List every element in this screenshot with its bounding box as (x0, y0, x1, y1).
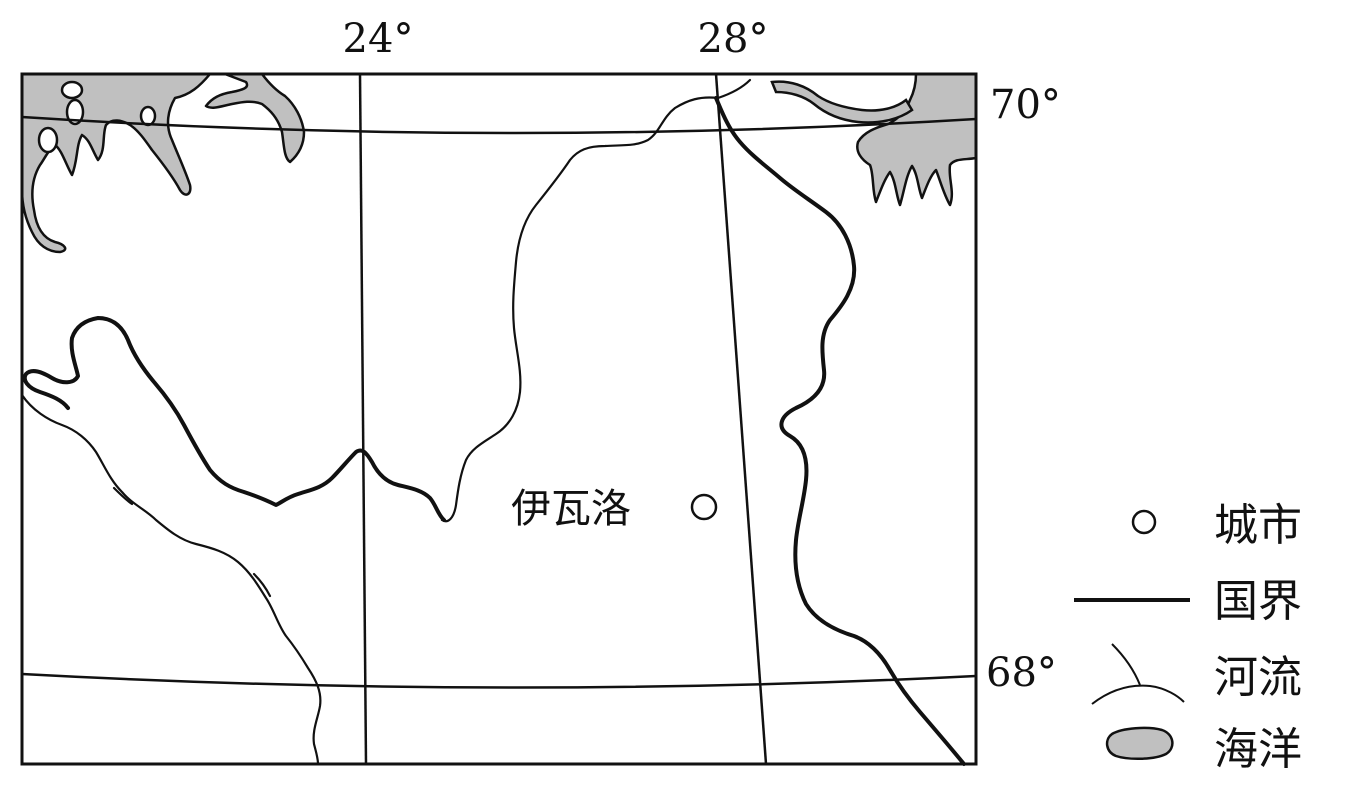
city-marker: 伊瓦洛 (511, 486, 718, 532)
legend-river-label: 河流 (1214, 652, 1302, 703)
river-west-branch-2 (252, 572, 272, 598)
border-finland-russia (714, 96, 966, 766)
parallel-70 (21, 115, 977, 135)
legend-river-icon (1091, 643, 1185, 705)
sea-island-3 (37, 126, 59, 154)
sea-island-1 (60, 80, 84, 100)
longitude-label-28: 28° (698, 16, 769, 62)
river-east-loop (440, 96, 720, 523)
sea-area-northeast (856, 72, 978, 207)
latitude-label-70: 70° (990, 82, 1061, 128)
legend-sea-icon (1105, 726, 1174, 760)
sea-areas (20, 72, 306, 254)
longitude-label-24: 24° (343, 16, 414, 62)
city-name-label: 伊瓦洛 (511, 486, 631, 532)
sea-channel-northeast (770, 80, 914, 124)
sea-island-4 (139, 105, 157, 127)
meridian-28 (714, 73, 768, 765)
river-west (20, 393, 322, 766)
border-finland-norway (22, 316, 446, 522)
sea-area-north-inlet (204, 72, 306, 164)
legend-border-label: 国界 (1214, 576, 1302, 627)
rivers (20, 78, 752, 766)
latitude-label-68: 68° (986, 650, 1057, 696)
legend-sea-label: 海洋 (1214, 724, 1302, 775)
graticule (21, 73, 977, 765)
meridian-24 (358, 73, 368, 765)
map-frame (20, 72, 978, 766)
river-east-tributary (716, 78, 752, 100)
river-west-branch (112, 486, 134, 506)
legend: 城市 国界 河流 海洋 (1074, 500, 1302, 775)
sea-area-northwest (20, 72, 212, 254)
city-circle-icon (690, 493, 718, 521)
sea-island-2 (65, 98, 85, 126)
parallel-68 (21, 672, 977, 689)
borders (22, 96, 966, 766)
legend-city-label: 城市 (1214, 500, 1302, 551)
legend-city-icon (1131, 509, 1157, 535)
